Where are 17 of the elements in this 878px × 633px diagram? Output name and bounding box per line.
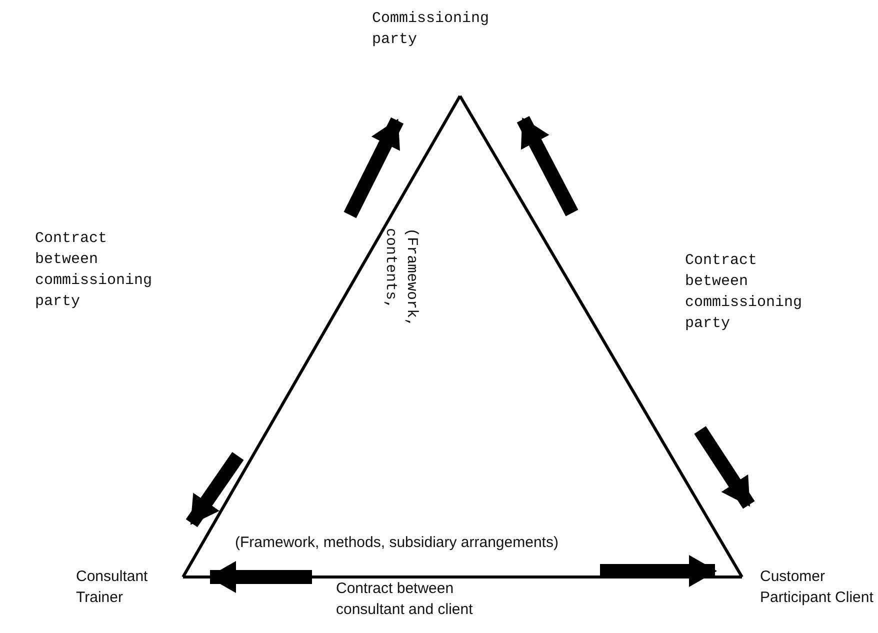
block-arrow — [516, 116, 578, 216]
block-arrow — [344, 117, 404, 218]
note-text: (Framework, methods, subsidiary arrangements) — [235, 533, 560, 553]
block-arrow — [600, 555, 717, 587]
block-arrow — [694, 426, 755, 509]
note-text: Contract between commissioning party — [35, 229, 154, 312]
note-text: Contract between consultant and client — [336, 579, 474, 620]
corner-label: Consultant Trainer — [76, 567, 149, 608]
corner-label: Customer Participant Client — [760, 567, 874, 608]
block-arrow — [208, 561, 312, 593]
triangle-side — [183, 576, 742, 578]
triangle-side — [458, 95, 744, 578]
note-text: Contract between commissioning party — [685, 251, 804, 334]
block-arrow — [186, 452, 244, 528]
triangle-side — [182, 95, 462, 578]
note-text: (Framework, contents, — [381, 228, 421, 330]
corner-label: Commissioning party — [372, 9, 490, 50]
